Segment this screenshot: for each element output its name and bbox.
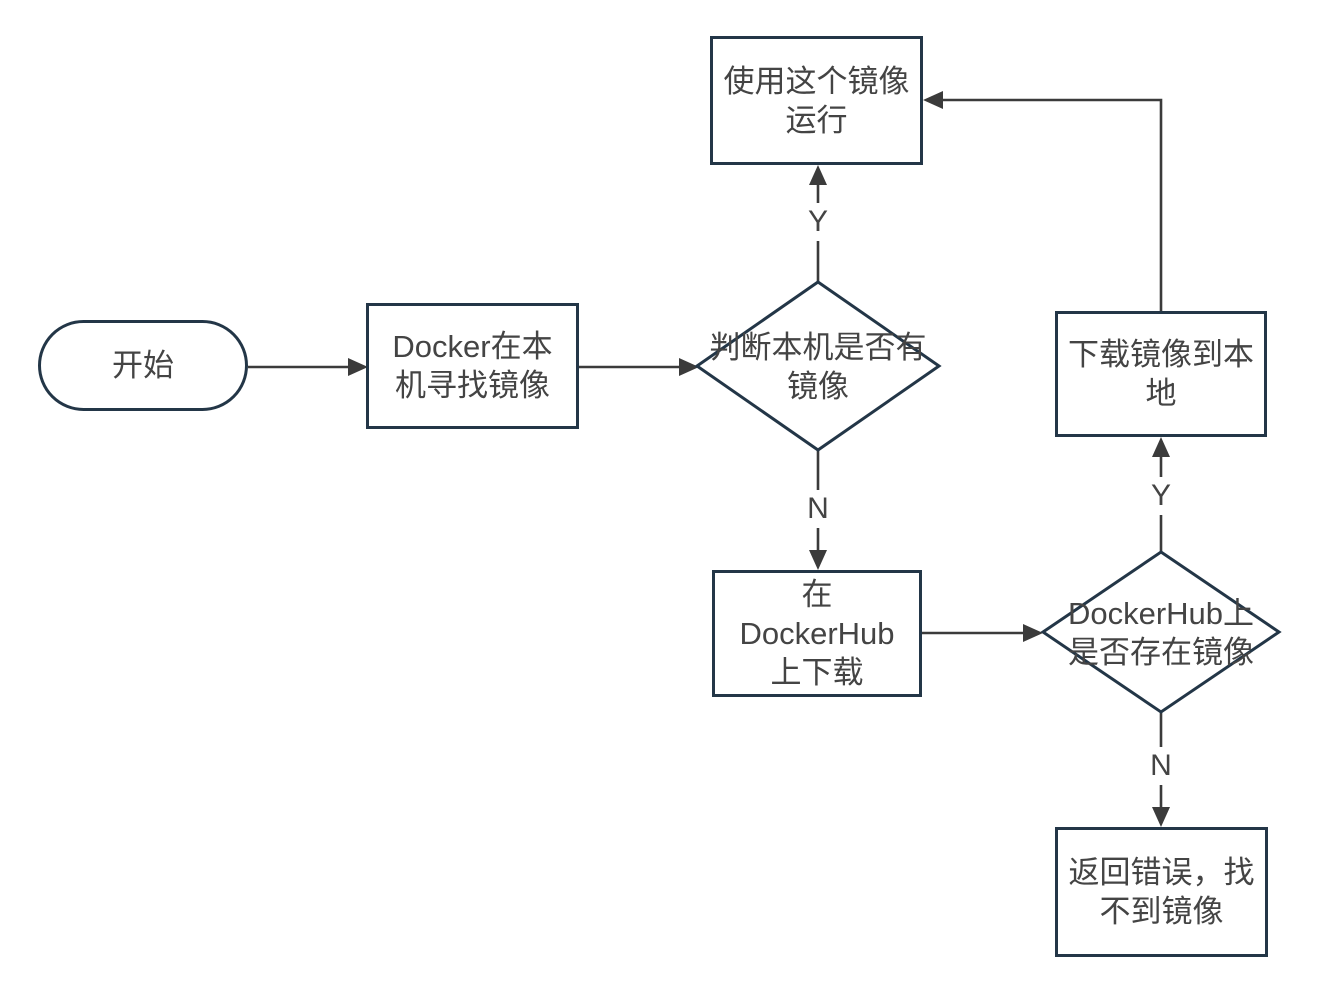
- arrowhead-into-download-local: [1152, 437, 1170, 457]
- node-return-error: 返回错误，找 不到镜像: [1055, 827, 1268, 957]
- edge-label-exists-hub-no: N: [1145, 747, 1177, 785]
- node-download-on-hub: 在 DockerHub 上下载: [712, 570, 922, 697]
- arrowhead-into-decision: [679, 358, 699, 376]
- decision-has-local-image-shape: [694, 280, 942, 452]
- arrowhead-into-decision2: [1023, 624, 1043, 642]
- arrowhead-into-error: [1152, 807, 1170, 827]
- edge-label-has-local-yes: Y: [802, 203, 834, 241]
- node-exists-on-hub-label: DockerHub上 是否存在镜像: [1067, 596, 1255, 670]
- arrowhead-into-run-right: [923, 91, 943, 109]
- node-start: 开始: [38, 320, 248, 411]
- node-run-image: 使用这个镜像 运行: [710, 36, 923, 165]
- edge-label-exists-hub-yes: Y: [1145, 477, 1177, 515]
- edge-label-has-local-no: N: [802, 490, 834, 528]
- edge-download-local-to-run: [941, 98, 1163, 311]
- node-find-local: Docker在本 机寻找镜像: [366, 303, 579, 429]
- decision-exists-on-hub-shape: [1040, 550, 1282, 714]
- arrowhead-into-find-local: [348, 358, 368, 376]
- arrowhead-into-run: [809, 165, 827, 185]
- node-has-local-image-label: 判断本机是否有 镜像: [709, 330, 927, 404]
- node-download-to-local: 下载镜像到本 地: [1055, 311, 1267, 437]
- arrowhead-into-download-hub: [809, 550, 827, 570]
